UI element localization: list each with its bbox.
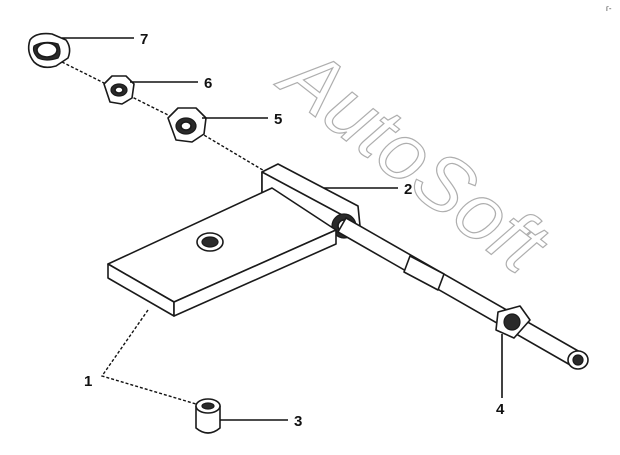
part-3-bushing[interactable] (195, 398, 221, 434)
part-1-plate[interactable] (107, 187, 337, 317)
callout-2: 2 (404, 181, 412, 198)
part-5-nut[interactable] (167, 107, 207, 143)
corner-mark: г- (606, 4, 612, 13)
part-4-shaft[interactable] (337, 217, 589, 370)
callout-6: 6 (204, 75, 212, 92)
part-7-cap[interactable] (27, 32, 71, 69)
part-6-nut[interactable] (103, 75, 135, 105)
callout-1: 1 (84, 373, 92, 390)
assembly-axis-line (61, 61, 331, 211)
callout-5: 5 (274, 111, 282, 128)
callout-7: 7 (140, 31, 148, 48)
leader-line-1 (100, 309, 197, 405)
callout-3: 3 (294, 413, 302, 430)
callout-4: 4 (496, 401, 505, 418)
